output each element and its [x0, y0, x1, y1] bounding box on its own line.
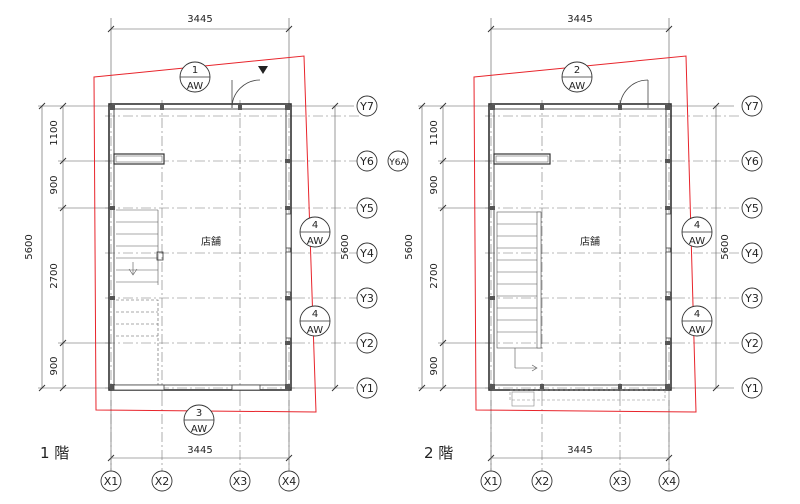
room-label: 店舗 — [201, 235, 221, 248]
walls-floor-2 — [488, 79, 672, 407]
svg-text:Y4: Y4 — [744, 247, 759, 260]
svg-text:Y6: Y6 — [359, 155, 374, 168]
plan-floor-1: 店舗 3445 3445 5600 5600 1100 900 2700 900… — [24, 14, 409, 492]
dim-segment: 900 — [429, 356, 440, 375]
red-outline — [473, 55, 697, 413]
axis-bubble-y4: Y4 — [356, 242, 378, 264]
elevation-tag: 4 AW — [299, 305, 331, 337]
axis-bubble-y4: Y4 — [741, 242, 763, 264]
dim-segment: 900 — [429, 175, 440, 194]
dim-width-bottom: 3445 — [187, 445, 212, 456]
svg-text:X3: X3 — [233, 475, 248, 488]
dim-segment: 900 — [49, 356, 60, 375]
svg-text:Y3: Y3 — [744, 292, 759, 305]
svg-text:X1: X1 — [104, 475, 119, 488]
svg-text:AW: AW — [569, 81, 585, 92]
dim-segment: 1100 — [429, 120, 440, 145]
axis-bubble-y3: Y3 — [356, 287, 378, 309]
svg-text:AW: AW — [187, 81, 203, 92]
elevation-tag: 4 AW — [681, 305, 713, 337]
axis-bubble-x2: X2 — [151, 470, 173, 492]
axis-bubble-y3: Y3 — [741, 287, 763, 309]
floor-label: 2 階 — [424, 444, 453, 462]
axis-bubble-y1: Y1 — [741, 377, 763, 399]
dim-height-total: 5600 — [404, 234, 415, 259]
svg-text:4: 4 — [312, 309, 318, 320]
svg-text:4: 4 — [694, 220, 700, 231]
dim-segment: 1100 — [49, 120, 60, 145]
svg-text:AW: AW — [191, 424, 207, 435]
elevation-tag: 1 AW — [179, 61, 268, 93]
elevation-tag: 4 AW — [681, 216, 713, 248]
axis-bubble-y2: Y2 — [741, 332, 763, 354]
dim-height-right: 5600 — [340, 234, 351, 259]
dim-width-bottom: 3445 — [567, 445, 592, 456]
svg-text:AW: AW — [689, 325, 705, 336]
svg-text:X3: X3 — [613, 475, 628, 488]
dim-segment: 2700 — [49, 263, 60, 288]
walls-floor-1 — [108, 79, 292, 391]
axis-bubble-x3: X3 — [229, 470, 251, 492]
svg-text:2: 2 — [574, 65, 580, 76]
svg-text:Y4: Y4 — [359, 247, 374, 260]
svg-text:Y7: Y7 — [744, 100, 759, 113]
axis-bubble-x1: X1 — [100, 470, 122, 492]
room-label: 店舗 — [580, 235, 600, 248]
dim-height-total: 5600 — [24, 234, 35, 259]
svg-text:Y1: Y1 — [359, 382, 374, 395]
svg-text:Y5: Y5 — [359, 202, 374, 215]
stairs-floor-1 — [116, 209, 164, 385]
axis-bubble-y6: Y6 — [741, 150, 763, 172]
svg-text:Y6: Y6 — [744, 155, 759, 168]
svg-text:Y7: Y7 — [359, 100, 374, 113]
svg-text:AW: AW — [689, 236, 705, 247]
svg-text:X2: X2 — [155, 475, 170, 488]
dim-width-top: 3445 — [567, 14, 592, 25]
dim-height-right: 5600 — [720, 234, 731, 259]
axis-bubble-y7: Y7 — [741, 95, 763, 117]
svg-text:4: 4 — [312, 220, 318, 231]
svg-text:Y3: Y3 — [359, 292, 374, 305]
stairs-floor-2 — [496, 211, 542, 372]
svg-text:1: 1 — [192, 65, 198, 76]
red-outline — [93, 55, 317, 413]
svg-text:Y1: Y1 — [744, 382, 759, 395]
axis-bubble-y5: Y5 — [356, 197, 378, 219]
svg-text:Y2: Y2 — [359, 337, 374, 350]
axis-bubble-x4: X4 — [278, 470, 300, 492]
svg-text:4: 4 — [694, 309, 700, 320]
elevation-tag: 2 AW — [561, 61, 593, 93]
svg-text:Y2: Y2 — [744, 337, 759, 350]
svg-text:X1: X1 — [484, 475, 499, 488]
axis-bubble-x2: X2 — [531, 470, 553, 492]
dim-width-top: 3445 — [187, 14, 212, 25]
axis-bubble-y2: Y2 — [356, 332, 378, 354]
floor-label: 1 階 — [40, 444, 69, 462]
axis-bubble-y5: Y5 — [741, 197, 763, 219]
svg-text:X4: X4 — [662, 475, 677, 488]
svg-text:X4: X4 — [282, 475, 297, 488]
axis-bubble-y6a: Y6A — [387, 150, 409, 172]
dim-segment: 2700 — [429, 263, 440, 288]
axis-bubble-y7: Y7 — [356, 95, 378, 117]
svg-text:Y5: Y5 — [744, 202, 759, 215]
axis-bubble-x4: X4 — [658, 470, 680, 492]
axis-bubble-x1: X1 — [480, 470, 502, 492]
svg-text:3: 3 — [196, 408, 202, 419]
plan-floor-2: 店舗 3445 3445 5600 5600 1100 900 2700 900… — [404, 14, 763, 492]
svg-text:Y6A: Y6A — [388, 158, 407, 168]
axis-bubble-y6: Y6 — [356, 150, 378, 172]
svg-text:AW: AW — [307, 236, 323, 247]
svg-text:X2: X2 — [535, 475, 550, 488]
axis-bubble-x3: X3 — [609, 470, 631, 492]
axis-bubble-y1: Y1 — [356, 377, 378, 399]
dim-segment: 900 — [49, 175, 60, 194]
elevation-tag: 4 AW — [299, 216, 331, 248]
elevation-tag: 3 AW — [183, 404, 215, 436]
svg-text:AW: AW — [307, 325, 323, 336]
